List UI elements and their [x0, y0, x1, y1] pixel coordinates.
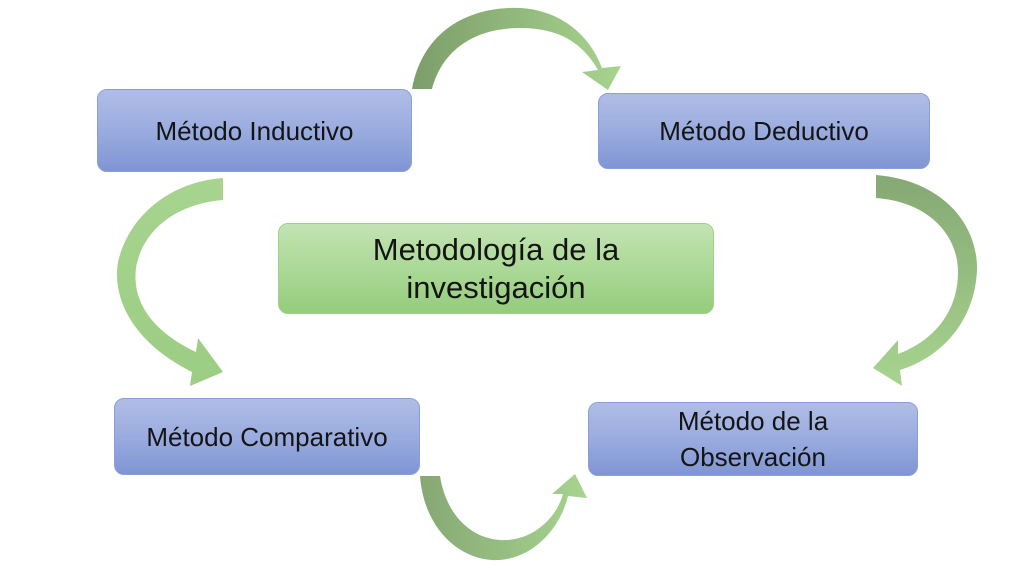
center-topic-line1: Metodología de la: [372, 231, 620, 267]
arrow-inductivo-to-deductivo: [412, 7, 621, 90]
method-observacion-line1: Método de la: [677, 406, 829, 436]
center-topic-box: Metodología de la investigación: [278, 223, 714, 314]
method-observacion-line2: Observación: [680, 442, 826, 472]
method-comparativo-label: Método Comparativo: [146, 421, 388, 452]
method-observacion-box: Método de la Observación: [588, 402, 918, 476]
method-inductivo-label: Método Inductivo: [155, 115, 354, 146]
center-topic-text: Metodología de la investigación: [373, 231, 619, 307]
center-topic-line2: investigación: [406, 269, 586, 305]
method-deductivo-label: Método Deductivo: [659, 116, 869, 146]
arrow-comparativo-to-observacion: [420, 474, 587, 561]
method-comparativo-box: Método Comparativo: [114, 398, 420, 475]
method-deductivo-box: Método Deductivo: [598, 93, 930, 169]
arrow-deductivo-to-observacion: [873, 175, 978, 386]
method-inductivo-box: Método Inductivo: [97, 89, 412, 172]
arrow-inductivo-to-comparativo: [116, 178, 223, 386]
method-observacion-text: Método de la Observación: [678, 403, 828, 475]
